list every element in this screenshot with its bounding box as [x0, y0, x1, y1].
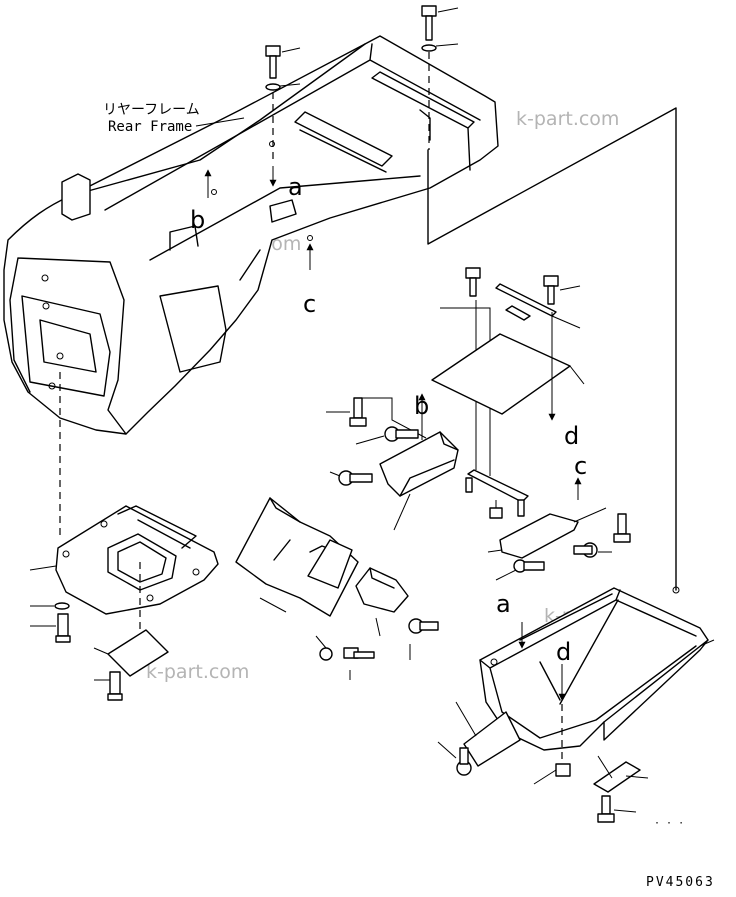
bolt-mid-3 — [329, 470, 373, 486]
bar-mid — [465, 469, 529, 517]
rear-frame-inner-edges — [149, 175, 421, 281]
guard-plate-center — [235, 497, 359, 617]
bracket-center — [355, 567, 409, 637]
bracket-right — [487, 507, 607, 559]
bolt-right-1 — [613, 513, 631, 543]
letter-a-cover: a — [496, 590, 511, 618]
nut-bottom — [533, 763, 571, 785]
rear-frame-label-jp: リヤーフレーム — [103, 102, 200, 118]
bolt-mid-2 — [355, 426, 419, 445]
rear-frame — [3, 35, 499, 435]
rear-frame-side-face — [9, 257, 127, 435]
letter-d-plate: d — [564, 422, 579, 450]
rear-frame-leader — [195, 117, 245, 127]
rear-frame-front-tab — [61, 173, 91, 221]
cover-plate-mid — [431, 333, 585, 415]
rear-frame-side-opening — [159, 285, 227, 373]
rear-frame-hole — [211, 189, 217, 195]
bolt-right-2 — [573, 542, 612, 558]
bolt-top-right — [421, 5, 459, 52]
letter-a-frame: a — [288, 173, 303, 201]
cover-tray-right — [479, 586, 715, 751]
letter-b-bracket: b — [414, 392, 429, 420]
tick-mark: · · · — [654, 818, 684, 829]
bolt-plate-1 — [440, 267, 491, 476]
rear-frame-cross-member — [294, 111, 393, 173]
bolt-center-1 — [343, 647, 375, 680]
drawing-number: PV45063 — [646, 875, 715, 890]
stay-plate — [495, 283, 581, 329]
rear-frame-hole — [48, 382, 56, 390]
watermark-top-right: k-part.com — [516, 108, 619, 130]
bolt-plate-2 — [543, 275, 581, 305]
letter-b-frame: b — [190, 206, 205, 234]
washer-left — [30, 602, 70, 610]
rear-frame-hole — [56, 352, 64, 360]
rear-frame-hole — [269, 141, 275, 147]
bolt-right-3 — [495, 559, 545, 581]
letter-c-frame: c — [303, 290, 316, 318]
rear-frame-outline — [3, 35, 499, 435]
rear-frame-rear-beam — [371, 71, 475, 171]
rear-frame-top-rail — [69, 43, 481, 211]
bolt-top-left — [265, 45, 301, 91]
bottom-plate-left — [29, 505, 219, 650]
bolt-small-cover — [94, 671, 123, 701]
bolt-bottom — [597, 795, 637, 823]
rear-frame-hole — [42, 302, 50, 310]
watermark-bottom-left: k-part.com — [146, 661, 249, 683]
small-plate-bottom — [593, 755, 649, 793]
bracket-mid — [379, 431, 459, 531]
nut-mid — [489, 500, 503, 519]
reference-frame-line — [427, 107, 677, 591]
small-cover-left — [93, 629, 169, 677]
letter-d-cover: d — [556, 638, 571, 666]
eye-bolt — [437, 741, 472, 776]
rear-frame-label-en: Rear Frame — [108, 119, 192, 135]
sheet-bottom-right — [455, 701, 521, 767]
letter-c-bracket: c — [574, 452, 587, 480]
rear-frame-hole — [307, 235, 313, 241]
rear-frame-hole — [41, 274, 49, 282]
bolt-mid-1 — [326, 397, 427, 439]
washer-center — [315, 635, 333, 661]
bolt-center-2 — [408, 618, 439, 660]
rear-frame-end-plate — [21, 295, 111, 397]
bolt-left — [30, 613, 71, 643]
